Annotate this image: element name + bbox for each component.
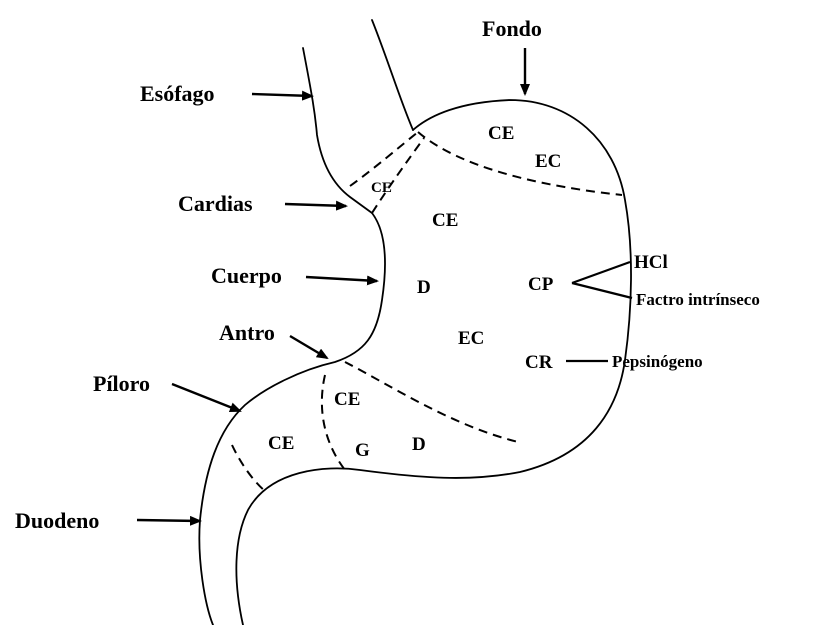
body-d-label: D xyxy=(417,277,431,298)
antro-arrow xyxy=(290,336,327,358)
esofago-arrow xyxy=(252,94,312,96)
antrum-d-label: D xyxy=(412,434,426,455)
fundus-ce-label: CE xyxy=(488,123,514,144)
greater-curvature xyxy=(236,100,631,625)
cuerpo-arrow xyxy=(306,277,377,281)
cardias-arrow xyxy=(285,204,346,206)
body-cp-label: CP xyxy=(528,274,554,295)
hcl-label: HCl xyxy=(634,252,668,273)
esofago-label: Esófago xyxy=(140,81,215,106)
esophagus-right-wall xyxy=(372,20,413,130)
pylorus-ce-label: CE xyxy=(268,433,294,454)
duodeno-arrow xyxy=(137,520,200,521)
cardia-ce-label: CE xyxy=(371,180,392,196)
cp-hcl-line xyxy=(572,262,630,283)
fondo-label: Fondo xyxy=(482,16,542,41)
cp-factor-line xyxy=(572,283,632,298)
cuerpo-label: Cuerpo xyxy=(211,263,282,288)
body-ce-label: CE xyxy=(432,210,458,231)
intrinsic-factor-label: Factro intrínseco xyxy=(636,290,760,309)
piloro-label: Píloro xyxy=(93,371,150,396)
antrum-boundary xyxy=(345,362,518,442)
duodeno-label: Duodeno xyxy=(15,508,99,533)
fundus-ec-label: EC xyxy=(535,151,561,172)
fundus-body-boundary xyxy=(418,132,622,195)
antro-label: Antro xyxy=(219,320,275,345)
pepsinogen-label: Pepsinógeno xyxy=(612,352,703,371)
body-cr-label: CR xyxy=(525,352,553,373)
cardias-label: Cardias xyxy=(178,191,253,216)
antrum-g-label: G xyxy=(355,440,370,461)
piloro-arrow xyxy=(172,384,240,411)
esophagus-left-wall xyxy=(303,48,372,213)
body-ec-label: EC xyxy=(458,328,484,349)
antrum-ce-label: CE xyxy=(334,389,360,410)
pylorus-duodenum-boundary xyxy=(232,445,266,492)
